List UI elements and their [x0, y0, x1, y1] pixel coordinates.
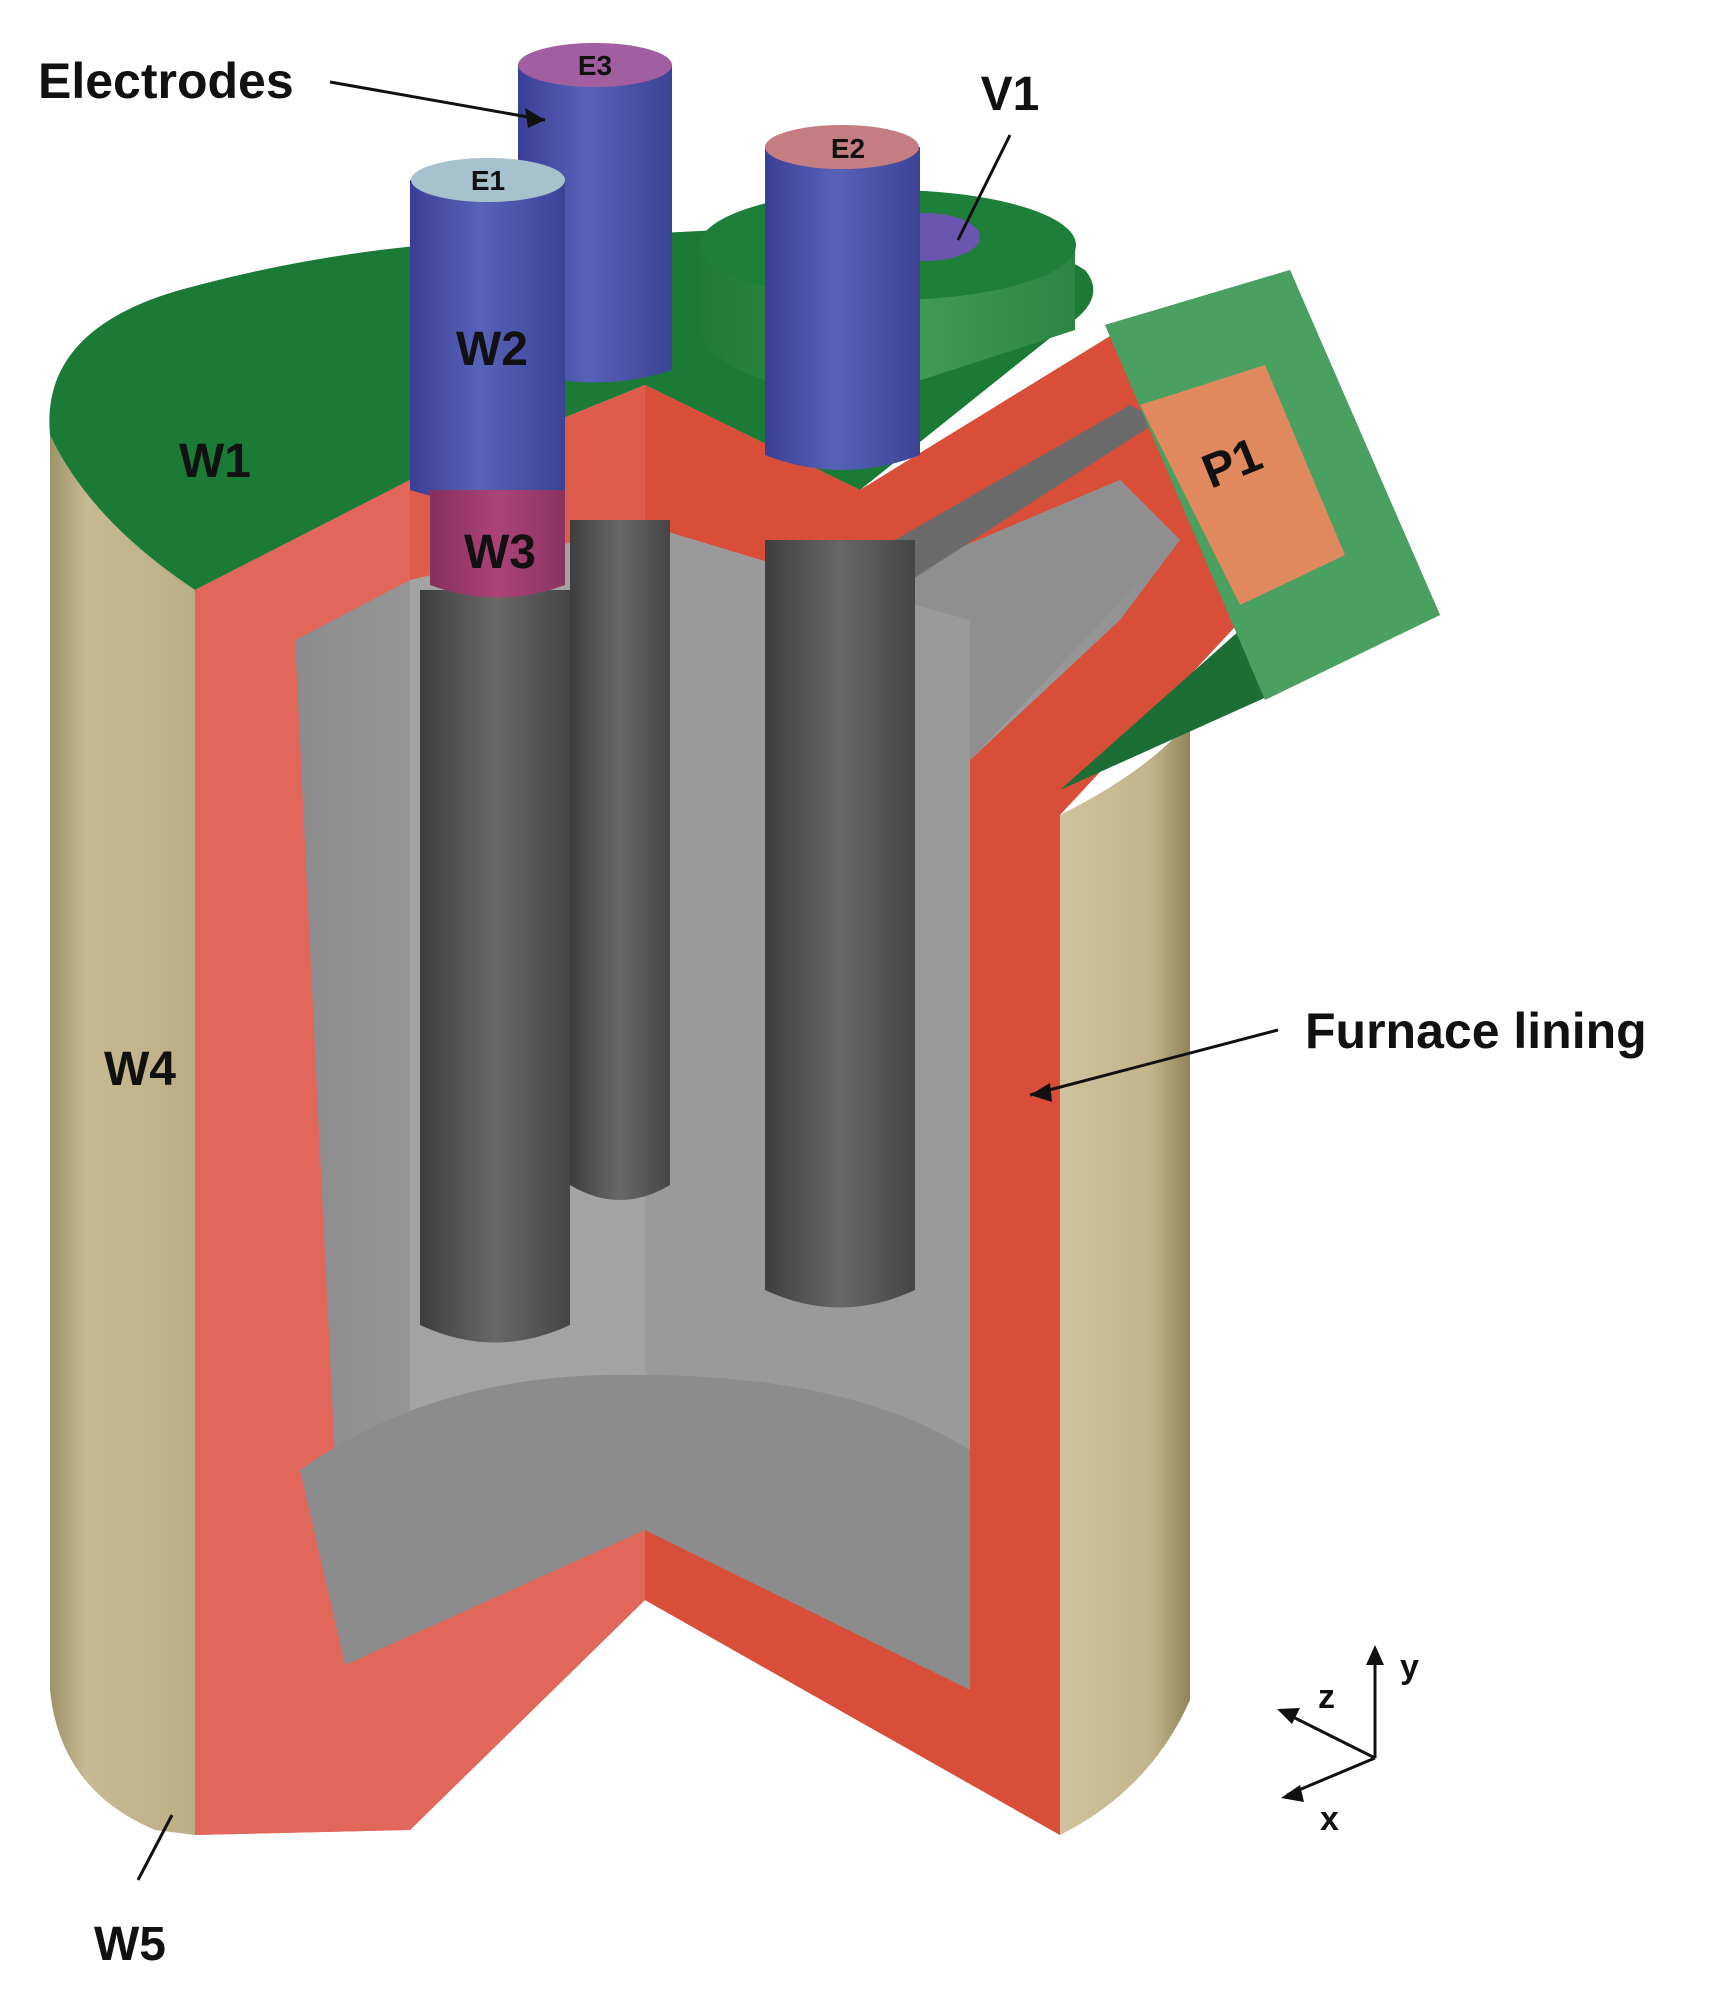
axis-z-label: z: [1318, 1678, 1335, 1716]
e1-cap-icon: [411, 158, 565, 202]
outer-shell-w4: [50, 435, 1190, 1835]
e3-cap-icon: [518, 43, 672, 87]
port-channel: [860, 405, 1180, 760]
label-e2: E2: [831, 133, 865, 164]
e2-cap-icon: [765, 125, 919, 169]
label-w5: W5: [94, 1918, 166, 1971]
electrode-e1: [410, 158, 565, 598]
electrode-e2: [765, 125, 920, 470]
label-w4: W4: [104, 1043, 176, 1096]
label-w3: W3: [464, 526, 536, 579]
label-e3: E3: [578, 50, 612, 81]
w3-band: [430, 490, 565, 598]
label-w1: W1: [179, 435, 251, 488]
p1-nozzle: [1060, 270, 1440, 790]
label-w2: W2: [456, 323, 528, 376]
electrodes-lower: [420, 520, 915, 1343]
axis-x-label: x: [1320, 1800, 1339, 1838]
axis-triad: [1277, 1645, 1384, 1802]
axis-y-label: y: [1400, 1648, 1419, 1686]
label-electrodes: Electrodes: [38, 53, 294, 109]
label-v1: V1: [981, 68, 1040, 121]
p1-face: [1140, 365, 1345, 605]
leader-lines: [136, 80, 1279, 1881]
label-furnace-lining: Furnace lining: [1305, 1003, 1647, 1059]
label-e1: E1: [471, 165, 505, 196]
